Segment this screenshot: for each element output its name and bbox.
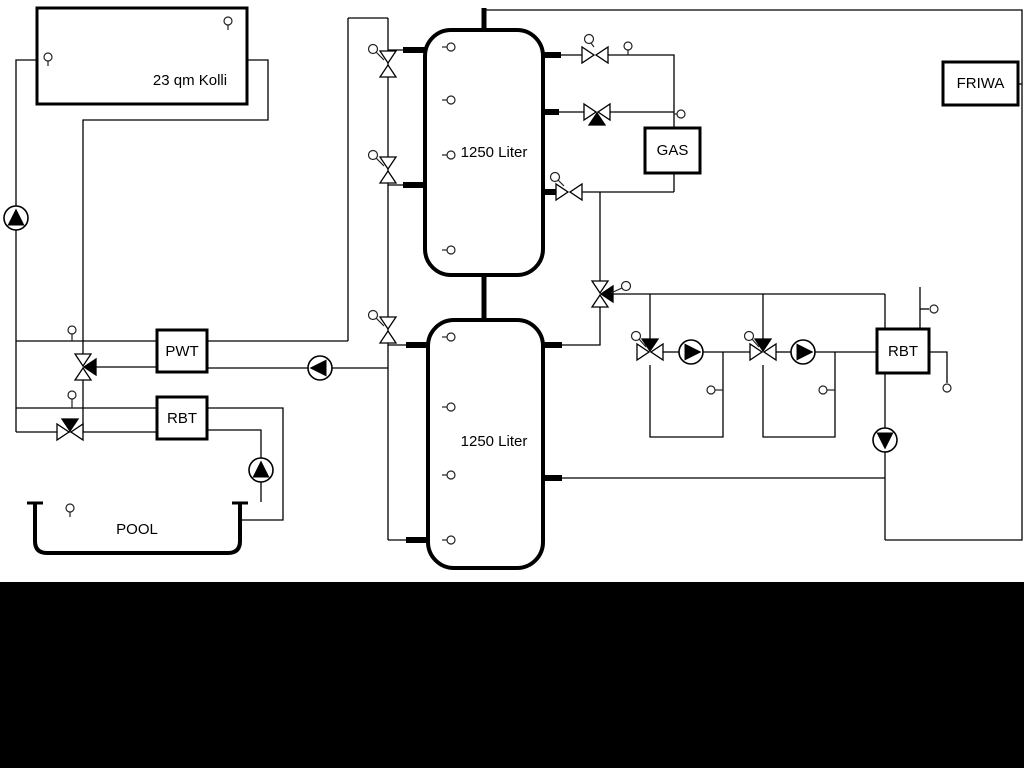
solar-collector-box <box>35 6 249 106</box>
sensor-tank1-3-icon <box>442 150 456 160</box>
valve-tank1-return-icon <box>555 182 583 202</box>
three-way-valve-pool-icon <box>56 418 84 442</box>
valve-tank1-top-right-icon <box>581 45 609 65</box>
valve-tank2-left-icon <box>378 316 398 344</box>
sensor-circuit1-icon <box>706 385 723 395</box>
valve-actuators <box>367 33 760 348</box>
friwa-box <box>941 60 1020 107</box>
three-way-valve-circuit2-icon <box>749 338 777 362</box>
pwt-label: PWT <box>165 343 199 360</box>
sensor-tank2-4-icon <box>442 535 456 545</box>
sensor-rbt-right-top-icon <box>929 304 939 314</box>
actuator-circuit1-icon <box>630 330 647 348</box>
pump-pool-icon <box>248 457 274 483</box>
three-way-valve-circuit1-icon <box>636 338 664 362</box>
sensor-pool-icon <box>65 503 75 517</box>
sensor-collector-top-icon <box>223 16 233 30</box>
sensors <box>43 16 952 545</box>
actuator-tank1-top-right-icon <box>583 33 595 48</box>
sensor-rbt-right-out-icon <box>942 383 952 393</box>
pumps <box>3 205 898 483</box>
buffer-tank-bottom <box>426 318 545 570</box>
pwt-box <box>155 328 209 374</box>
actuator-tank2-left-icon <box>367 309 385 327</box>
pool-label: POOL <box>116 521 158 538</box>
pump-circuit1-icon <box>678 339 704 365</box>
sensor-tank2-2-icon <box>442 402 456 412</box>
gas-boiler-box <box>643 126 702 175</box>
rbt-right-box <box>875 327 931 375</box>
pump-rbt-return-icon <box>872 427 898 453</box>
equipment-boxes <box>27 6 1020 570</box>
rbt-right-label: RBT <box>888 343 918 360</box>
sensor-tank1-supply-icon <box>623 41 633 55</box>
sensor-collector-left-icon <box>43 52 53 66</box>
three-way-valve-header-icon <box>590 280 614 308</box>
mixing-valve-gas-icon <box>583 102 611 126</box>
pump-circuit2-icon <box>790 339 816 365</box>
valve-tank1-mid-left-icon <box>378 156 398 184</box>
valves <box>56 45 777 442</box>
sensor-tank2-1-icon <box>442 332 456 342</box>
sensor-pwt-line-icon <box>67 325 77 341</box>
actuator-header-icon <box>610 280 632 294</box>
sensor-tank1-1-icon <box>442 42 456 52</box>
friwa-label: FRIWA <box>956 75 1005 92</box>
sensor-tank2-3-icon <box>442 470 456 480</box>
buffer-tank-top-label: 1250 Liter <box>460 144 528 161</box>
sensor-rbt-line-icon <box>67 390 77 408</box>
actuator-tank1-mid-left-icon <box>367 149 385 167</box>
sensor-tank1-2-icon <box>442 95 456 105</box>
gas-label: GAS <box>656 142 689 159</box>
actuator-tank1-top-left-icon <box>367 43 385 61</box>
pump-pwt-icon <box>307 355 333 381</box>
sensor-circuit2-icon <box>818 385 835 395</box>
buffer-tank-top <box>423 28 545 277</box>
rbt-left-label: RBT <box>167 410 197 427</box>
sensor-tank1-4-icon <box>442 245 456 255</box>
pool-basin <box>33 503 242 555</box>
buffer-tank-bottom-label: 1250 Liter <box>460 433 528 450</box>
rbt-left-box <box>155 395 209 441</box>
three-way-valve-solar-icon <box>73 353 97 381</box>
sensor-gas-inlet-icon <box>674 109 686 119</box>
solar-collector-label: 23 qm Kolli <box>152 72 228 89</box>
pump-solar-icon <box>3 205 29 231</box>
actuator-circuit2-icon <box>743 330 760 348</box>
valve-tank1-top-left-icon <box>378 50 398 78</box>
pipes <box>15 9 1023 541</box>
piping-diagram <box>3 6 1023 570</box>
bottom-black-band <box>0 582 1024 768</box>
actuator-tank1-return-icon <box>549 171 565 187</box>
